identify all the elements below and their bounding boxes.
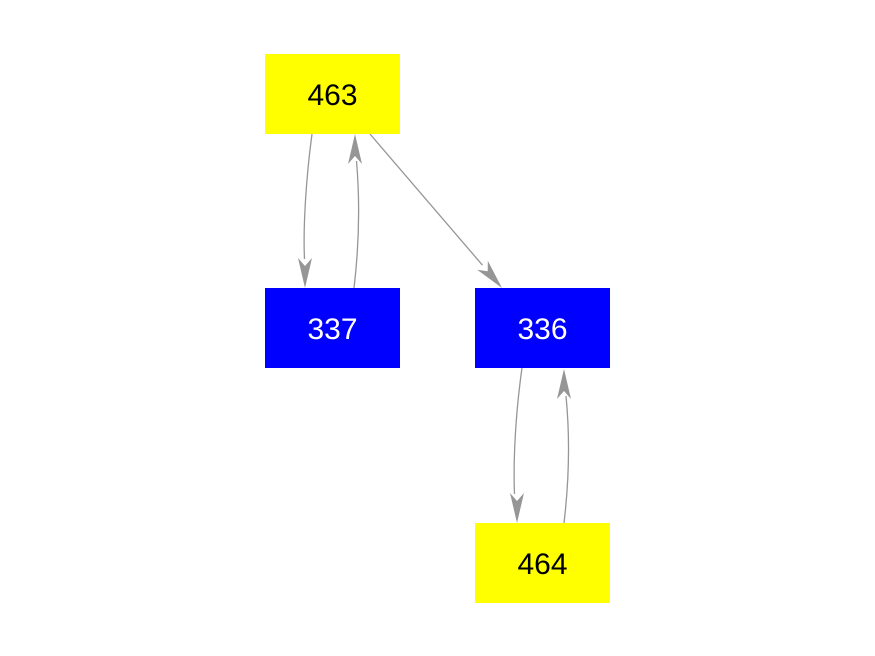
edge-464-336-arrowhead-icon <box>557 369 571 399</box>
edge-464-336-line <box>563 395 570 524</box>
node-464-box <box>475 523 610 603</box>
edge-337-463 <box>348 134 362 289</box>
edge-337-463-line <box>353 160 360 289</box>
node-337-label: 337 <box>307 313 357 346</box>
edge-463-336 <box>369 133 502 288</box>
node-464-label: 464 <box>517 548 567 581</box>
edge-463-336-arrowhead-icon <box>477 260 502 288</box>
edge-336-464-line <box>513 367 523 495</box>
edge-463-337-line <box>303 133 313 260</box>
node-337: 337 <box>265 288 400 368</box>
node-336-label: 336 <box>517 313 567 346</box>
node-464: 464 <box>475 523 610 603</box>
edge-336-464 <box>510 367 524 523</box>
edge-336-464-arrowhead-icon <box>510 493 524 523</box>
edge-337-463-arrowhead-icon <box>348 134 362 164</box>
node-337-box <box>265 288 400 368</box>
edge-463-336-line <box>369 133 483 266</box>
node-336-box <box>475 288 610 368</box>
node-463-box <box>265 54 400 134</box>
edge-463-337-arrowhead-icon <box>298 258 312 288</box>
edge-464-336 <box>557 369 571 524</box>
node-463: 463 <box>265 54 400 134</box>
edge-463-337 <box>298 133 313 288</box>
node-336: 336 <box>475 288 610 368</box>
node-463-label: 463 <box>307 79 357 112</box>
